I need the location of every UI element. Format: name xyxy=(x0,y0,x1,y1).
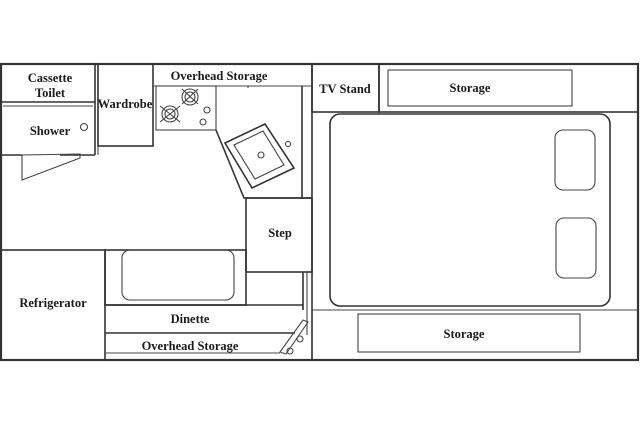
tv-stand-label: TV Stand xyxy=(319,82,371,96)
step-label: Step xyxy=(268,226,292,240)
wardrobe: Wardrobe xyxy=(97,63,154,147)
entry-door[interactable] xyxy=(279,272,309,355)
overhead-storage-top: Overhead Storage xyxy=(153,69,312,88)
overhead-storage-top-label: Overhead Storage xyxy=(171,69,268,83)
sink xyxy=(223,122,296,190)
pillow-bottom xyxy=(555,217,597,279)
refrigerator-label: Refrigerator xyxy=(19,296,87,310)
stove xyxy=(155,85,217,131)
step: Step xyxy=(245,197,313,273)
pillow-top xyxy=(554,129,596,191)
toilet-label: Toilet xyxy=(35,86,66,100)
dinette-label: Dinette xyxy=(171,312,210,326)
shower-drain-icon xyxy=(79,122,89,132)
storage-bottom: Storage xyxy=(357,313,581,353)
shower-label: Shower xyxy=(30,124,71,138)
bathroom: Cassette Toilet Shower xyxy=(1,64,99,181)
storage-bottom-label: Storage xyxy=(444,327,485,341)
wardrobe-label: Wardrobe xyxy=(98,97,153,111)
storage-top: Storage xyxy=(378,63,639,113)
bathroom-door[interactable] xyxy=(21,153,81,181)
dinette-table xyxy=(121,249,235,301)
refrigerator: Refrigerator xyxy=(0,249,106,361)
cassette-label: Cassette xyxy=(28,71,73,85)
dinette: Dinette xyxy=(104,249,303,334)
bed xyxy=(312,113,638,311)
overhead-storage-bottom: Overhead Storage xyxy=(105,339,280,354)
overhead-storage-bottom-label: Overhead Storage xyxy=(142,339,239,353)
storage-top-label: Storage xyxy=(450,81,491,95)
outer-wall xyxy=(0,62,640,362)
tv-stand: TV Stand xyxy=(311,63,380,113)
